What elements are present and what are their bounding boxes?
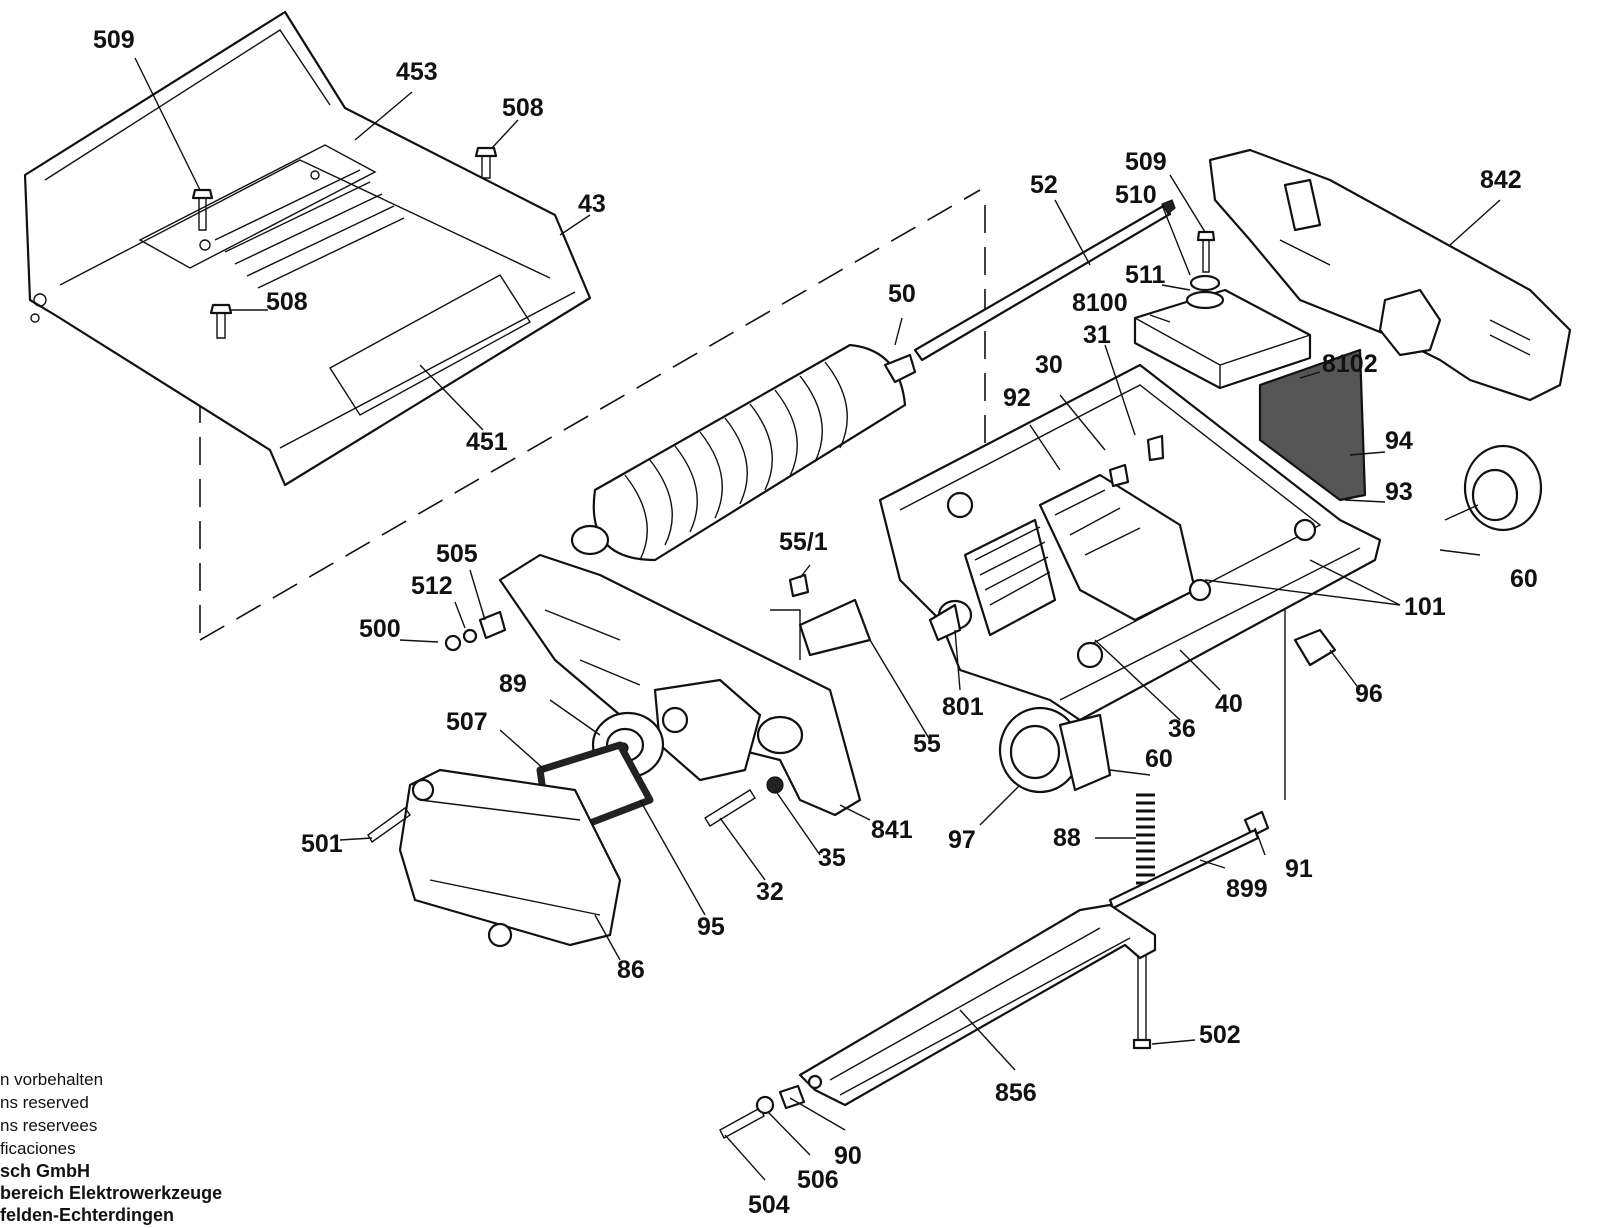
label-500: 500 [359, 615, 401, 643]
cover-plate [23, 10, 592, 487]
label-506: 506 [797, 1166, 839, 1194]
label-43: 43 [578, 190, 606, 218]
label-88: 88 [1053, 824, 1081, 852]
label-86: 86 [617, 956, 645, 984]
side-plate-841 [498, 553, 862, 817]
company-line-1: sch GmbH [0, 1161, 91, 1181]
label-101: 101 [1404, 593, 1446, 621]
label-509-b: 509 [1125, 148, 1167, 176]
label-842: 842 [1480, 166, 1522, 194]
label-89: 89 [499, 670, 527, 698]
label-505: 505 [436, 540, 478, 568]
wheels [998, 444, 1543, 794]
label-96: 96 [1355, 680, 1383, 708]
filter-block [1133, 230, 1367, 502]
roller-drum [570, 343, 917, 562]
label-508-b: 508 [266, 288, 308, 316]
label-899: 899 [1226, 875, 1268, 903]
label-510: 510 [1115, 181, 1157, 209]
company-line-2: bereich Elektrowerkzeuge [0, 1183, 223, 1203]
label-501: 501 [301, 830, 343, 858]
label-50: 50 [888, 280, 916, 308]
label-55-1: 55/1 [779, 528, 828, 556]
label-60-b: 60 [1145, 745, 1173, 773]
roller-shaft [913, 199, 1176, 362]
small-hardware-left [367, 610, 784, 844]
label-502: 502 [1199, 1021, 1241, 1049]
label-504: 504 [748, 1191, 790, 1219]
label-509-a: 509 [93, 26, 135, 54]
base-bar [798, 903, 1157, 1107]
label-40: 40 [1215, 690, 1243, 718]
label-508-a: 508 [502, 94, 544, 122]
company-line-3: felden-Echterdingen [0, 1205, 175, 1225]
label-511: 511 [1125, 261, 1165, 289]
label-856: 856 [995, 1079, 1037, 1107]
label-91: 91 [1285, 855, 1313, 883]
label-97: 97 [948, 826, 976, 854]
spring [1136, 793, 1155, 885]
label-90: 90 [834, 1142, 862, 1170]
assembly-guide-lines [199, 189, 1286, 800]
footer-notes: n vorbehalten ns reserved ns reservees f… [0, 1068, 300, 1226]
label-36: 36 [1168, 715, 1196, 743]
part-labels: 509 453 508 43 508 451 52 509 510 511 81… [93, 26, 1538, 1219]
label-453: 453 [396, 58, 438, 86]
label-55: 55 [913, 730, 941, 758]
small-hardware-right [788, 434, 1337, 838]
label-8102: 8102 [1322, 350, 1378, 378]
note-line-3: ns reservees [0, 1116, 98, 1135]
motor-shaft [928, 599, 973, 642]
label-95: 95 [697, 913, 725, 941]
label-30: 30 [1035, 351, 1063, 379]
label-512: 512 [411, 572, 453, 600]
leader-lines [134, 57, 1501, 1181]
label-35: 35 [818, 844, 846, 872]
cover-screws [191, 146, 498, 339]
label-8100: 8100 [1072, 289, 1128, 317]
note-line-1: n vorbehalten [0, 1070, 104, 1089]
label-31: 31 [1083, 321, 1111, 349]
label-507: 507 [446, 708, 488, 736]
side-plate-842 [1208, 148, 1572, 402]
label-93: 93 [1385, 478, 1413, 506]
label-841: 841 [871, 816, 913, 844]
label-52: 52 [1030, 171, 1058, 199]
label-94: 94 [1385, 427, 1413, 455]
note-line-4: ficaciones [0, 1139, 76, 1158]
label-60-a: 60 [1510, 565, 1538, 593]
label-32: 32 [756, 878, 784, 906]
note-line-2: ns reserved [0, 1093, 89, 1112]
label-801: 801 [942, 693, 984, 721]
belt-cover [398, 768, 622, 948]
label-451: 451 [466, 428, 508, 456]
label-92: 92 [1003, 384, 1031, 412]
bottom-hardware [719, 1084, 806, 1139]
